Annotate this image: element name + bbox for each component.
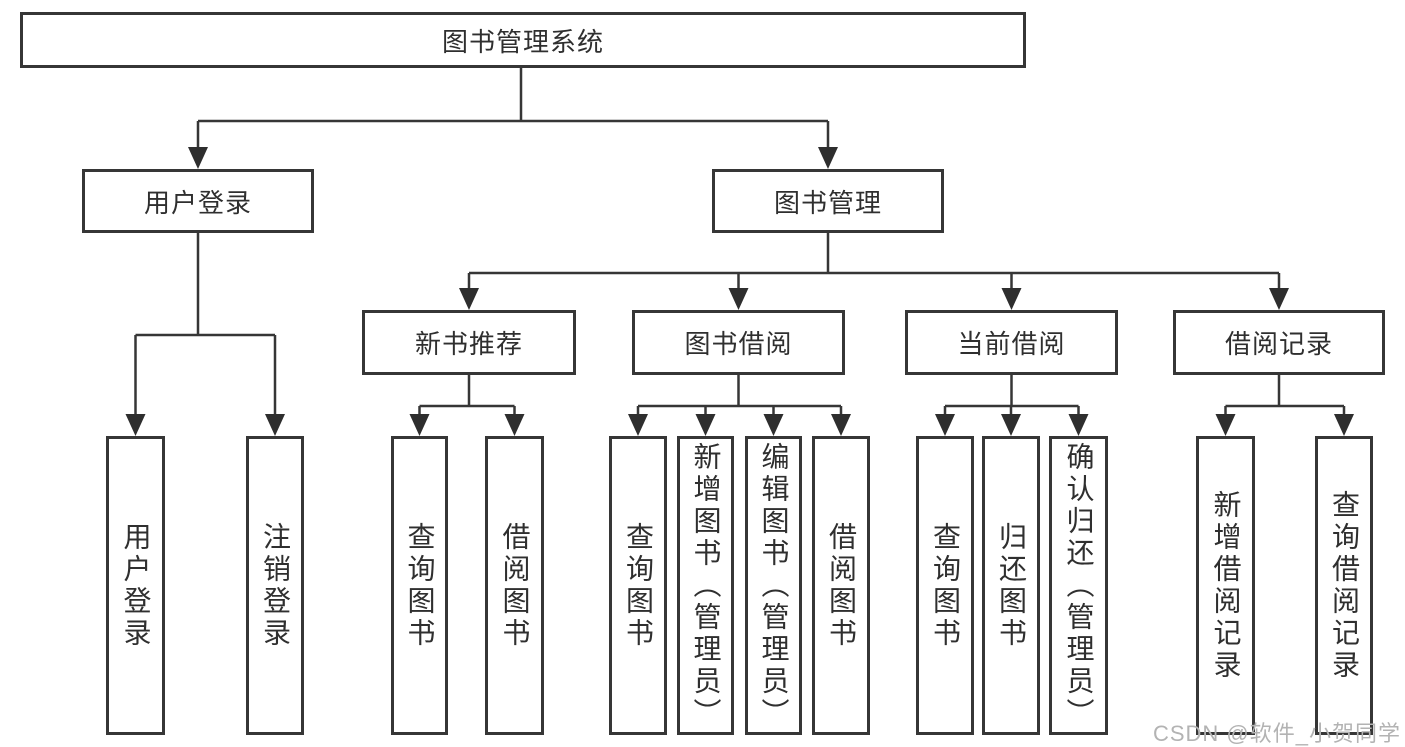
node-label: 借阅图书 bbox=[499, 521, 531, 650]
arrowhead-down-icon bbox=[1001, 414, 1021, 436]
node-label: 新增借阅记录 bbox=[1210, 489, 1242, 682]
arrowhead-down-icon bbox=[628, 414, 648, 436]
arrowhead-down-icon bbox=[818, 147, 838, 169]
node-book-management: 图书管理 bbox=[712, 169, 944, 233]
node-label: 归还图书 bbox=[996, 521, 1027, 650]
leaf-borrow-books-borrowing: 借阅图书 bbox=[812, 436, 870, 735]
connector-user-login bbox=[125, 233, 285, 436]
leaf-query-books-current: 查询图书 bbox=[916, 436, 974, 735]
leaf-add-borrow-record: 新增借阅记录 bbox=[1196, 436, 1255, 735]
csdn-watermark: CSDN @软件_小贺同学 bbox=[1152, 721, 1401, 746]
leaf-confirm-return-admin: 确认归还（管理员） bbox=[1049, 436, 1108, 735]
node-label: 确认归还（管理员） bbox=[1063, 441, 1095, 730]
arrowhead-down-icon bbox=[1269, 288, 1289, 310]
node-borrowing-records: 借阅记录 bbox=[1173, 310, 1385, 375]
arrowhead-down-icon bbox=[125, 414, 146, 436]
node-label: 注销登录 bbox=[260, 521, 291, 650]
leaf-add-book-admin: 新增图书（管理员） bbox=[677, 436, 734, 735]
node-label: 查询借阅记录 bbox=[1329, 489, 1360, 682]
arrowhead-down-icon bbox=[695, 414, 716, 436]
arrowhead-down-icon bbox=[409, 414, 430, 436]
leaf-query-books-borrowing: 查询图书 bbox=[609, 436, 667, 735]
arrowhead-down-icon bbox=[763, 414, 784, 436]
connector-current-borrowing bbox=[935, 375, 1089, 436]
arrowhead-down-icon bbox=[1001, 288, 1022, 310]
node-label: 图书管理 bbox=[773, 187, 882, 218]
node-label: 新增图书（管理员） bbox=[690, 441, 722, 730]
node-label: 借阅图书 bbox=[826, 521, 857, 650]
arrowhead-down-icon bbox=[728, 288, 749, 310]
node-library-system: 图书管理系统 bbox=[20, 12, 1026, 68]
arrowhead-down-icon bbox=[1334, 414, 1354, 436]
node-label: 查询图书 bbox=[930, 521, 961, 650]
connector-borrowing-records bbox=[1215, 375, 1354, 436]
arrowhead-down-icon bbox=[504, 414, 525, 436]
node-user-login: 用户登录 bbox=[82, 169, 314, 233]
leaf-edit-book-admin: 编辑图书（管理员） bbox=[745, 436, 802, 735]
node-label: 用户登录 bbox=[143, 187, 252, 218]
connector-book-borrowing bbox=[628, 375, 851, 436]
node-new-book-recommend: 新书推荐 bbox=[362, 310, 576, 375]
arrowhead-down-icon bbox=[831, 414, 851, 436]
node-label: 查询图书 bbox=[623, 521, 654, 650]
leaf-query-books-recommend: 查询图书 bbox=[391, 436, 448, 735]
node-label: 图书借阅 bbox=[684, 329, 793, 359]
leaf-borrow-books-recommend: 借阅图书 bbox=[485, 436, 544, 735]
connector-root bbox=[188, 68, 838, 169]
node-label: 用户登录 bbox=[120, 521, 152, 650]
leaf-query-borrow-record: 查询借阅记录 bbox=[1315, 436, 1373, 735]
node-label: 查询图书 bbox=[404, 521, 436, 650]
node-current-borrowing: 当前借阅 bbox=[905, 310, 1118, 375]
leaf-user-login: 用户登录 bbox=[106, 436, 165, 735]
arrowhead-down-icon bbox=[935, 414, 955, 436]
node-label: 当前借阅 bbox=[957, 329, 1066, 359]
leaf-return-book: 归还图书 bbox=[982, 436, 1040, 735]
arrowhead-down-icon bbox=[1215, 414, 1236, 436]
node-book-borrowing: 图书借阅 bbox=[632, 310, 845, 375]
node-label: 编辑图书（管理员） bbox=[758, 441, 790, 730]
arrowhead-down-icon bbox=[459, 288, 479, 310]
connector-book-management bbox=[459, 233, 1289, 310]
arrowhead-down-icon bbox=[1068, 414, 1089, 436]
node-label: 借阅记录 bbox=[1224, 329, 1333, 359]
arrowhead-down-icon bbox=[265, 414, 285, 436]
connector-new-book-recommend bbox=[409, 375, 525, 436]
node-label: 新书推荐 bbox=[414, 329, 523, 359]
leaf-logout: 注销登录 bbox=[246, 436, 304, 735]
arrowhead-down-icon bbox=[188, 147, 208, 169]
node-label: 图书管理系统 bbox=[441, 26, 604, 57]
